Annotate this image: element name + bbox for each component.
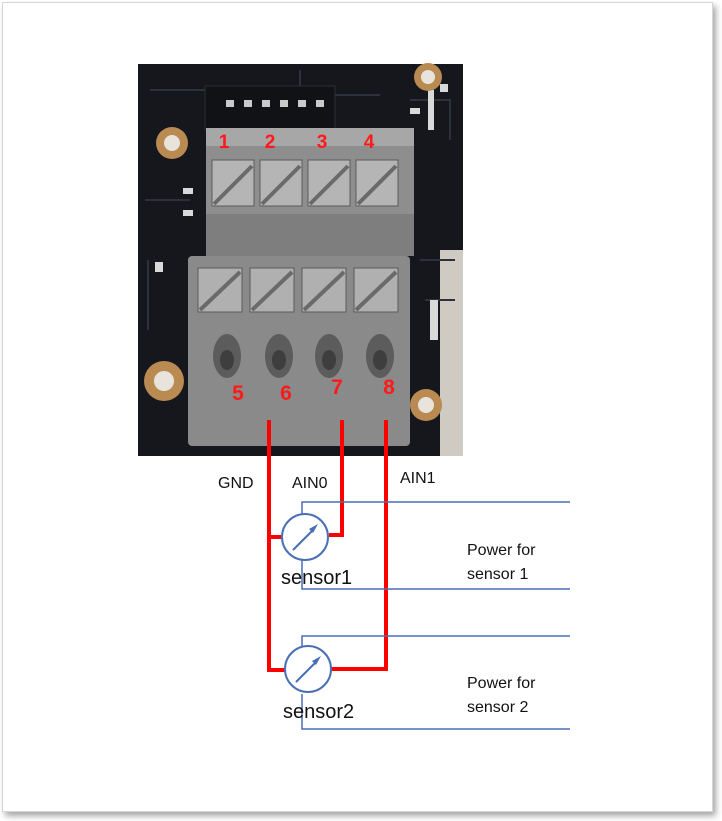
pin-label-6: 6 xyxy=(280,382,292,405)
pin-label-8: 8 xyxy=(383,376,395,399)
mounting-hole-bottom-right xyxy=(410,389,442,421)
terminal-lever-8 xyxy=(353,267,399,313)
terminal-lever-1 xyxy=(211,159,255,207)
terminal-levers-top xyxy=(211,159,399,207)
board-photo: 1 2 3 4 5 6 7 8 xyxy=(138,63,463,456)
background-surface xyxy=(440,250,463,456)
terminal-lever-4 xyxy=(355,159,399,207)
sensor1-symbol xyxy=(281,513,329,561)
blue-power-lines xyxy=(301,501,570,730)
ain1-wire xyxy=(331,420,388,671)
gnd-wire xyxy=(267,420,285,672)
sensor1-power-top xyxy=(301,501,570,515)
terminal-block-bottom xyxy=(188,256,410,446)
sensor1-power-bottom xyxy=(301,560,570,590)
pin-label-3: 3 xyxy=(317,132,328,153)
pin-label-1: 1 xyxy=(219,132,230,153)
sensor2-power-label-line1: Power for xyxy=(467,675,536,692)
terminal-lever-6 xyxy=(249,267,295,313)
mounting-hole-top-left xyxy=(156,127,188,159)
terminal-lever-2 xyxy=(259,159,303,207)
terminal-levers-bottom xyxy=(197,267,399,313)
pin-label-7: 7 xyxy=(331,376,343,399)
chip-pads xyxy=(226,100,324,107)
wire-entry-holes-inner xyxy=(220,350,387,370)
ain0-wire xyxy=(329,420,344,537)
pin-labels-top: 1 2 3 4 xyxy=(219,132,375,153)
sensor2-power-top xyxy=(301,635,570,646)
terminal-lever-3 xyxy=(307,159,351,207)
sensor2-power-bottom xyxy=(301,694,570,730)
terminal-lever-7 xyxy=(301,267,347,313)
ain1-label: AIN1 xyxy=(400,470,436,487)
ain0-label: AIN0 xyxy=(292,475,328,492)
mounting-hole-bottom-left xyxy=(144,361,184,401)
sensor2-label: sensor2 xyxy=(283,701,354,723)
sensor1-power-label-line2: sensor 1 xyxy=(467,566,528,583)
pin-label-5: 5 xyxy=(232,382,244,405)
sensor1-label: sensor1 xyxy=(281,567,352,589)
sensor2-symbol xyxy=(284,645,332,693)
pin-label-2: 2 xyxy=(265,132,276,153)
sensor1-power-label-line1: Power for xyxy=(467,542,536,559)
terminal-block-top xyxy=(206,128,414,256)
sensor2-power-label-line2: sensor 2 xyxy=(467,699,528,716)
pin-label-4: 4 xyxy=(364,132,375,153)
pin-labels-bottom: 5 6 7 8 xyxy=(232,376,395,405)
smd-components xyxy=(155,84,448,340)
gnd-label: GND xyxy=(218,475,254,492)
red-wires xyxy=(267,420,388,672)
ic-chip xyxy=(204,85,336,131)
terminal-lever-5 xyxy=(197,267,243,313)
mounting-hole-top-right xyxy=(414,63,442,91)
